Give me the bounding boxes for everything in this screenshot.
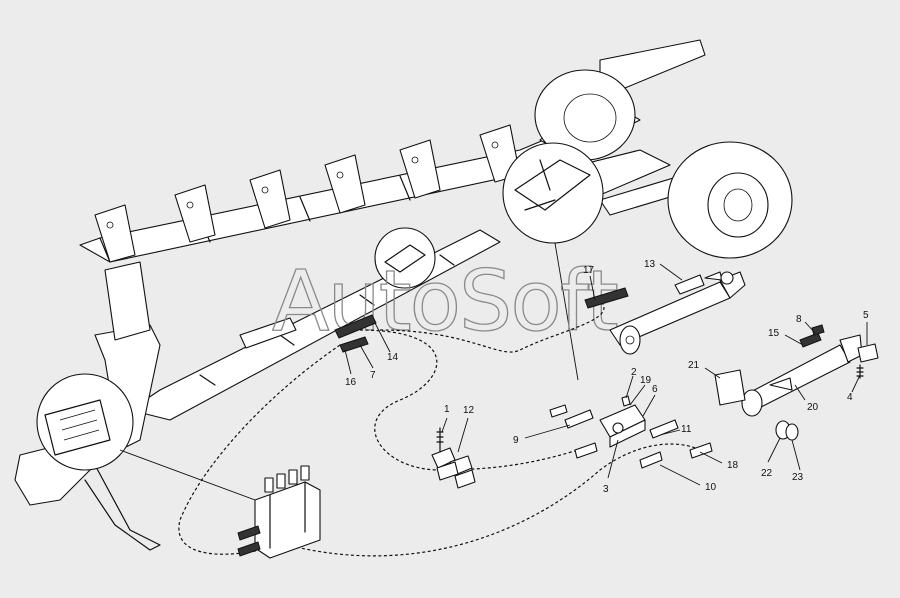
callout-19: 19: [640, 375, 652, 386]
callout-3: 3: [603, 484, 609, 495]
callout-9: 9: [513, 435, 519, 446]
callout-14: 14: [387, 352, 399, 363]
control-valve-block: [237, 465, 321, 559]
callout-5: 5: [863, 310, 869, 321]
callout-2: 2: [631, 367, 637, 378]
callout-15: 15: [768, 328, 780, 339]
callout-6: 6: [652, 384, 658, 395]
hydraulic-hoses: [178, 299, 701, 557]
callout-4: 4: [847, 392, 853, 403]
fittings-7-14-16: [334, 314, 377, 353]
fitting-17: [584, 287, 629, 309]
hydraulic-cylinder-20: [714, 334, 863, 417]
pin-and-bolt: [856, 343, 879, 379]
callout-1: 1: [444, 404, 450, 415]
callout-21: 21: [688, 360, 700, 371]
callout-23: 23: [792, 472, 804, 483]
callout-20: 20: [807, 402, 819, 413]
callout-11: 11: [681, 424, 692, 435]
distribution-block: [549, 395, 713, 469]
callout-16: 16: [345, 377, 357, 388]
hose-clamps: [431, 427, 476, 489]
callout-22: 22: [761, 468, 773, 479]
detail-circles: [36, 142, 604, 501]
callout-7: 7: [370, 370, 376, 381]
callout-labels: 1 2 3 4 5 6 7 8 9 10 11 12 13 14 15 16 1: [344, 259, 869, 495]
watermark-text: AutoSoft: [272, 252, 617, 350]
callout-12: 12: [463, 405, 475, 416]
callout-8: 8: [796, 314, 802, 325]
hydraulic-cylinder-13: [609, 271, 746, 355]
callout-13: 13: [644, 259, 656, 270]
fittings-8-15: [799, 324, 825, 348]
callout-10: 10: [705, 482, 717, 493]
land-wheel: [667, 141, 793, 259]
callout-17: 17: [583, 265, 595, 276]
washers: [775, 420, 799, 441]
callout-18: 18: [727, 460, 739, 471]
